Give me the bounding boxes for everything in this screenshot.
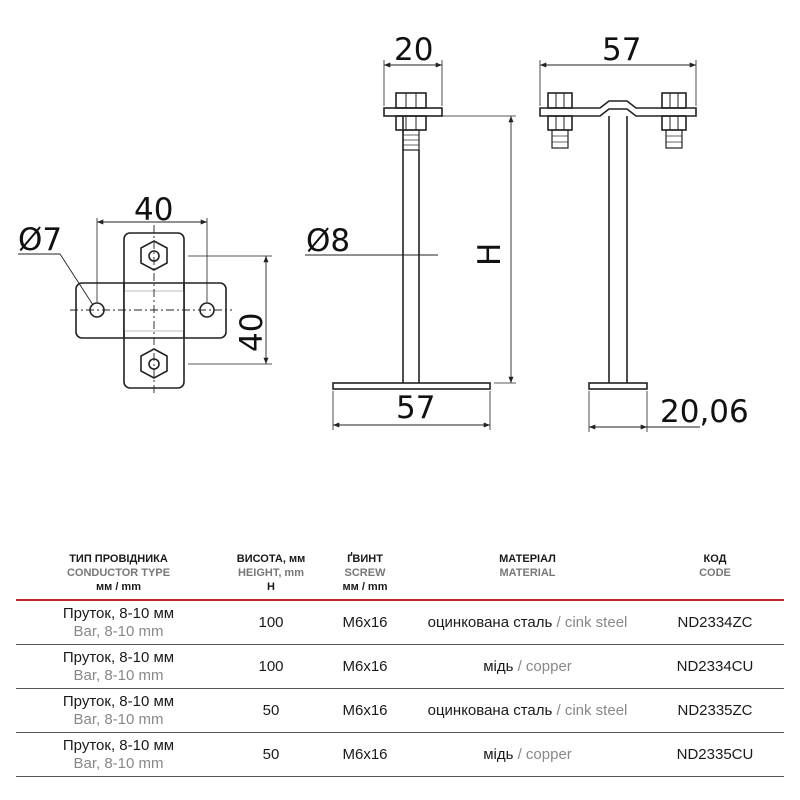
header-en: MATERIAL [499,567,556,579]
header-unit: мм / mm [95,581,141,593]
cell-code: ND2334ZC [646,600,784,645]
cell-material: мідь / copper [409,732,646,777]
material-separator: / [517,657,522,675]
hole-diameter-label: Ø7 [18,222,62,258]
cell-screw: M6x16 [321,644,409,689]
header-screw: ҐВИНТ SCREW мм / mm [321,548,409,601]
material-en: cink steel [564,701,628,719]
type-uk: Пруток, 8-10 мм [62,604,175,622]
material-uk: оцинкована сталь [427,613,553,631]
header-uk: ВИСОТА, мм [236,553,306,565]
material-separator: / [556,613,561,631]
cell-height: 100 [221,600,321,645]
header-uk: ТИП ПРОВІДНИКА [69,553,168,565]
type-en: Bar, 8-10 mm [73,622,164,640]
top-view [18,218,272,395]
header-unit: H [267,581,275,593]
specification-table: ТИП ПРОВІДНИКА CONDUCTOR TYPE мм / mm ВИ… [16,548,784,777]
cell-material: мідь / copper [409,644,646,689]
material-en: copper [525,745,572,763]
side-width-label: 20 [394,32,433,68]
cell-screw: M6x16 [321,688,409,733]
material-en: copper [525,657,572,675]
cell-height: 100 [221,644,321,689]
header-uk: КОД [703,553,727,565]
side-base-label: 57 [396,390,435,426]
front-view [539,60,700,432]
header-unit: мм / mm [342,581,388,593]
cell-screw: M6x16 [321,600,409,645]
cell-height: 50 [221,688,321,733]
cell-material: оцинкована сталь / cink steel [409,600,646,645]
header-conductor-type: ТИП ПРОВІДНИКА CONDUCTOR TYPE мм / mm [16,548,221,601]
type-uk: Пруток, 8-10 мм [62,736,175,754]
cell-height: 50 [221,732,321,777]
cell-code: ND2335ZC [646,688,784,733]
type-en: Bar, 8-10 mm [73,754,164,772]
header-en: CONDUCTOR TYPE [66,567,171,579]
front-base-label: 20,06 [660,394,749,430]
height-label: H [472,243,508,266]
material-separator: / [556,701,561,719]
cell-code: ND2334CU [646,644,784,689]
cell-code: ND2335CU [646,732,784,777]
type-uk: Пруток, 8-10 мм [62,648,175,666]
front-width-label: 57 [602,32,641,68]
header-en: HEIGHT, mm [237,567,304,579]
top-width-label: 40 [134,192,173,228]
header-uk: ҐВИНТ [347,553,383,565]
type-uk: Пруток, 8-10 мм [62,692,175,710]
material-uk: мідь [483,745,514,763]
technical-drawing: 40 Ø7 40 20 Ø8 57 [18,32,749,432]
header-en: SCREW [344,567,386,579]
header-uk: МАТЕРІАЛ [499,553,556,565]
header-code: КОД CODE [646,548,784,601]
side-view [305,60,491,430]
height-dimension [428,115,516,384]
top-height-label: 40 [234,313,270,352]
header-height: ВИСОТА, мм HEIGHT, mm H [221,548,321,601]
header-en: CODE [699,567,731,579]
material-separator: / [517,745,522,763]
type-en: Bar, 8-10 mm [73,666,164,684]
material-uk: мідь [483,657,514,675]
rod-diameter-label: Ø8 [306,223,350,259]
material-en: cink steel [564,613,628,631]
cell-screw: M6x16 [321,732,409,777]
type-en: Bar, 8-10 mm [73,710,164,728]
material-uk: оцинкована сталь [427,701,553,719]
cell-material: оцинкована сталь / cink steel [409,688,646,733]
header-material: МАТЕРІАЛ MATERIAL [409,548,646,601]
table-header-row: ТИП ПРОВІДНИКА CONDUCTOR TYPE мм / mm ВИ… [16,548,784,601]
